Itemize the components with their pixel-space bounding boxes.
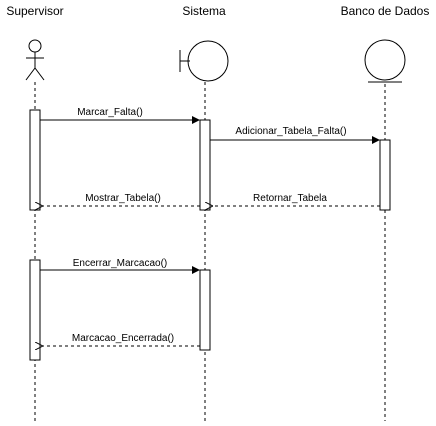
message-mostrar-tabela: Mostrar_Tabela()	[42, 193, 200, 206]
participant-label-sistema: Sistema	[182, 4, 226, 18]
actor-icon	[25, 39, 45, 81]
activation-supervisor-2	[29, 259, 41, 361]
activation-sistema-2	[199, 269, 211, 351]
participant-label-supervisor: Supervisor	[6, 4, 63, 18]
message-label-adicionar-tabela-falta: Adicionar_Tabela_Falta()	[235, 126, 346, 137]
activation-banco-1	[379, 139, 391, 211]
message-label-marcacao-encerrada: Marcacao_Encerrada()	[72, 333, 174, 344]
message-label-encerrar-marcacao: Encerrar_Marcacao()	[73, 258, 167, 269]
message-label-retornar-tabela: Retornar_Tabela	[253, 193, 327, 204]
message-label-marcar-falta: Marcar_Falta()	[77, 107, 143, 118]
activation-sistema-1	[199, 119, 211, 211]
message-retornar-tabela: Retornar_Tabela	[212, 193, 380, 206]
activation-supervisor-1	[29, 109, 41, 211]
message-encerrar-marcacao: Encerrar_Marcacao()	[40, 258, 200, 274]
entity-icon	[364, 39, 406, 83]
boundary-icon	[179, 40, 229, 82]
participant-label-banco: Banco de Dados	[341, 4, 430, 18]
message-marcacao-encerrada: Marcacao_Encerrada()	[42, 333, 200, 346]
message-marcar-falta: Marcar_Falta()	[40, 107, 200, 124]
message-adicionar-tabela-falta: Adicionar_Tabela_Falta()	[210, 126, 380, 144]
message-label-mostrar-tabela: Mostrar_Tabela()	[85, 193, 161, 204]
